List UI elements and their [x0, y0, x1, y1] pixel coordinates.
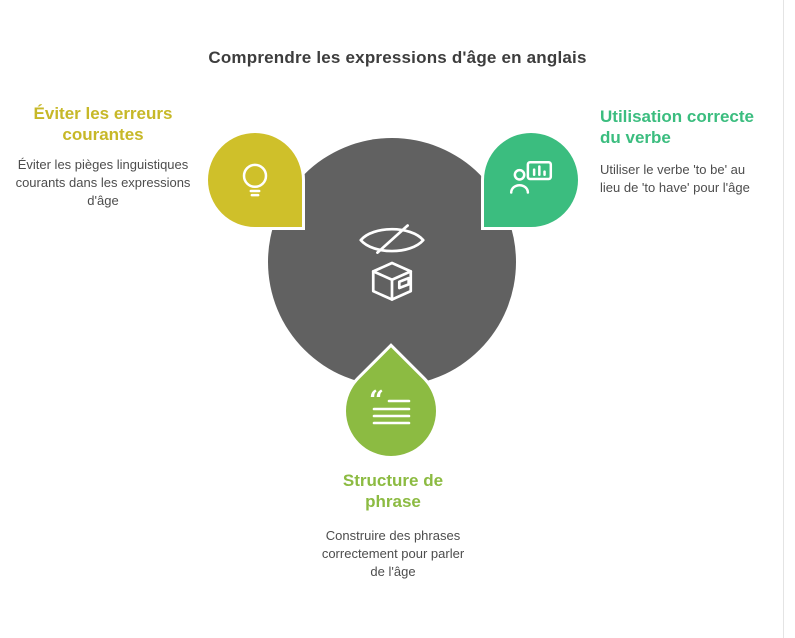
- node-verb-text: Utilisation correcte du verbe Utiliser l…: [600, 106, 766, 197]
- eye-box-icon: [359, 224, 425, 301]
- verb-description: Utiliser le verbe 'to be' au lieu de 'to…: [600, 161, 750, 195]
- node-errors-drop: [205, 130, 305, 230]
- verb-heading: Utilisation correcte du verbe: [600, 107, 754, 148]
- quote-text-icon: “: [368, 389, 414, 433]
- errors-heading: Éviter les erreurs courantes: [33, 104, 173, 145]
- node-structure-text: Structure de phrase Construire des phras…: [295, 470, 491, 581]
- node-structure-drop: “: [323, 343, 459, 479]
- node-verb-drop: [481, 130, 581, 230]
- node-errors-text: Éviter les erreurs courantes Éviter les …: [13, 103, 193, 210]
- structure-heading: Structure de phrase: [342, 471, 444, 512]
- structure-description: Construire des phrases correctement pour…: [321, 527, 465, 579]
- page-edge-line: [783, 0, 784, 638]
- lightbulb-icon: [232, 157, 278, 203]
- svg-text:“: “: [369, 389, 384, 416]
- page-title: Comprendre les expressions d'âge en angl…: [208, 48, 587, 67]
- person-presentation-icon: [506, 157, 556, 203]
- errors-description: Éviter les pièges linguistiques courants…: [15, 156, 191, 208]
